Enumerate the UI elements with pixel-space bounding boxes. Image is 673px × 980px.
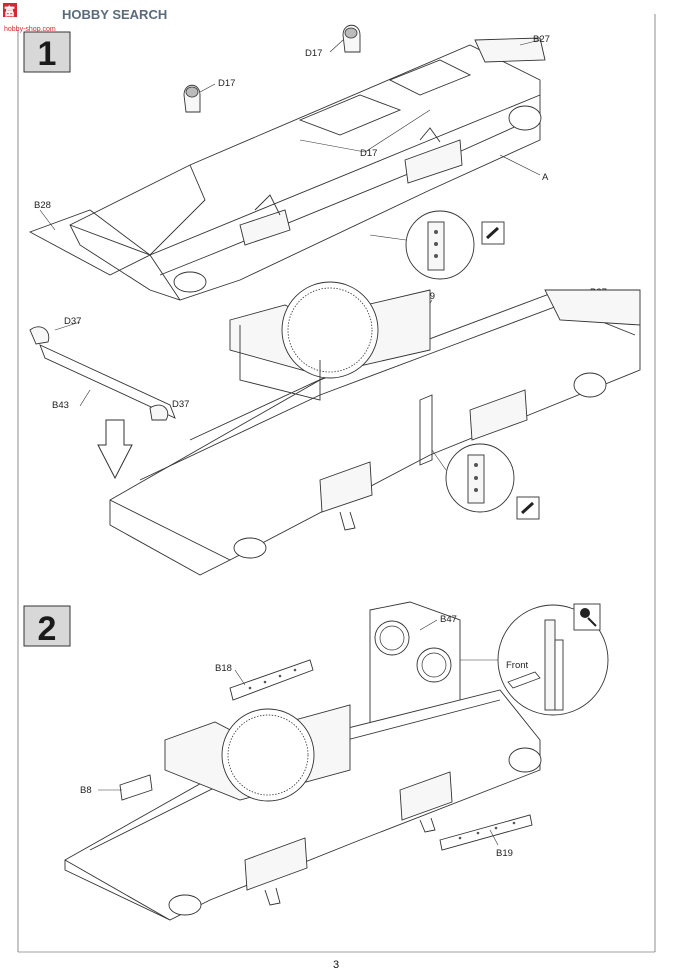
d17-part-a bbox=[183, 84, 201, 113]
watermark-url: hobby-shop.com bbox=[4, 26, 56, 33]
label-front: Front bbox=[506, 660, 529, 671]
label-d37-b: D37 bbox=[172, 399, 189, 410]
detail-callout-lower bbox=[431, 443, 515, 513]
detail-callout-front bbox=[460, 604, 609, 716]
b19-part bbox=[439, 814, 533, 851]
label-b28: B28 bbox=[34, 200, 51, 211]
watermark-brand: HOBBY SEARCH bbox=[62, 7, 167, 22]
cement-icon bbox=[481, 221, 505, 245]
b43-part bbox=[29, 326, 176, 421]
d17-part-b bbox=[342, 24, 361, 53]
label-a: A bbox=[542, 172, 549, 183]
step-2-number: 2 bbox=[38, 610, 57, 648]
down-arrow-icon bbox=[97, 419, 133, 480]
label-b18: B18 bbox=[215, 663, 232, 674]
lower-chassis-step1 bbox=[109, 281, 641, 576]
step-1-number: 1 bbox=[38, 35, 57, 73]
page-number: 3 bbox=[333, 959, 339, 971]
step-1: 1 bbox=[23, 24, 641, 576]
step-1-box bbox=[23, 31, 71, 73]
watermark-logo: 富 HOBBY SEARCH hobby-shop.com bbox=[3, 3, 167, 33]
detail-callout-upper bbox=[369, 210, 475, 280]
label-d17-c: D17 bbox=[360, 148, 377, 159]
label-d17-b: D17 bbox=[305, 48, 322, 59]
logo-glyph: 富 bbox=[4, 4, 15, 18]
upper-hull bbox=[28, 37, 546, 301]
glue-tube-icon bbox=[516, 496, 540, 520]
cement-icon bbox=[573, 603, 601, 631]
logo-mark bbox=[3, 3, 17, 17]
label-b43: B43 bbox=[52, 400, 69, 411]
lower-chassis-step2 bbox=[64, 689, 542, 921]
label-d17-a: D17 bbox=[218, 78, 235, 89]
step-2-box bbox=[23, 605, 71, 647]
label-b19: B19 bbox=[496, 848, 513, 859]
label-d37-a: D37 bbox=[64, 316, 81, 327]
b18-part bbox=[229, 659, 314, 701]
label-b47: B47 bbox=[440, 614, 457, 625]
step-2: 2 bbox=[23, 601, 609, 921]
label-b8: B8 bbox=[80, 785, 92, 796]
label-b27: B27 bbox=[533, 34, 550, 45]
